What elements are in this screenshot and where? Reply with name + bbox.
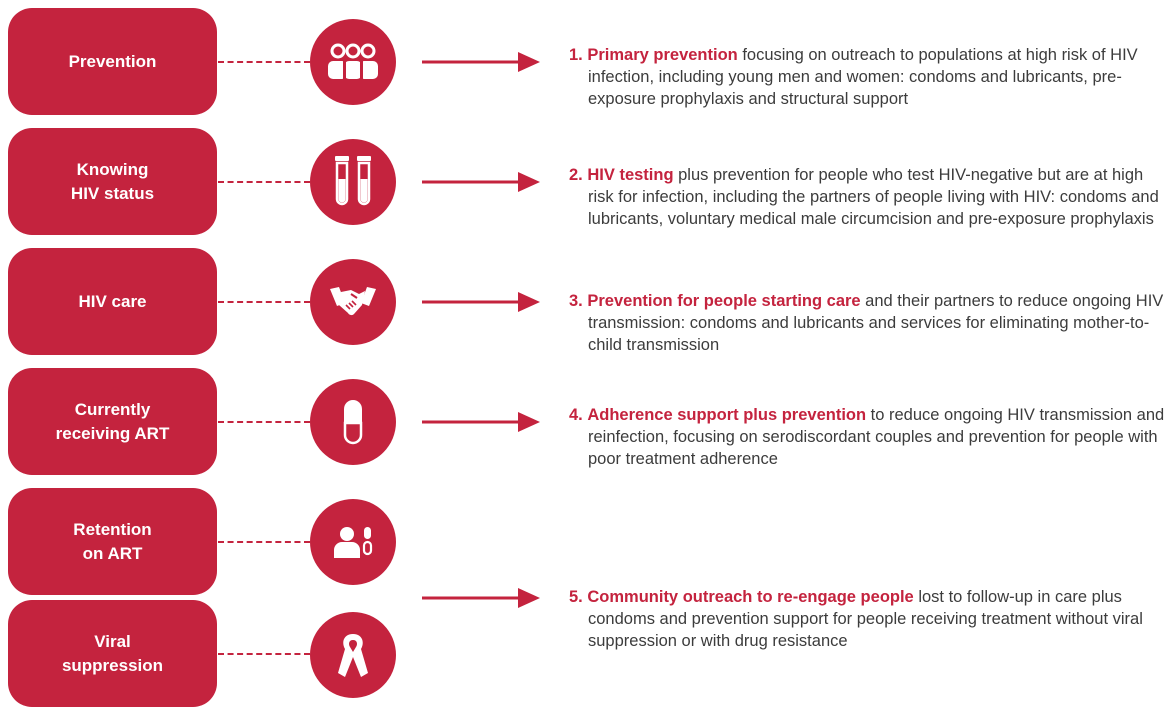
- description-number: 5.: [569, 588, 583, 606]
- stage-box-receiving-art: Currently receiving ART: [8, 368, 217, 475]
- person-pill-icon: [310, 499, 396, 585]
- stage-label: Retention on ART: [73, 519, 152, 563]
- ribbon-icon: [310, 612, 396, 698]
- description-number: 2.: [569, 166, 583, 184]
- stage-box-knowing-status: Knowing HIV status: [8, 128, 217, 235]
- stage-label: Prevention: [68, 51, 157, 71]
- stage-label: Currently receiving ART: [55, 399, 170, 443]
- description-2: 2. HIV testing plus prevention for peopl…: [569, 164, 1169, 230]
- dashed-connector: [218, 181, 310, 183]
- stage-box-hiv-care: HIV care: [8, 248, 217, 355]
- description-text: lost to follow-up in care plus condoms a…: [588, 588, 1143, 650]
- description-3: 3. Prevention for people starting care a…: [569, 290, 1169, 356]
- description-text: plus prevention for people who test HIV-…: [588, 166, 1159, 228]
- handshake-icon: [310, 259, 396, 345]
- description-heading: HIV testing: [587, 166, 674, 184]
- stage-box-retention: Retention on ART: [8, 488, 217, 595]
- description-heading: Community outreach to re-engage people: [587, 588, 914, 606]
- stage-label: Knowing HIV status: [70, 159, 155, 203]
- arrow-right-icon: [422, 292, 540, 312]
- description-number: 3.: [569, 292, 583, 310]
- description-number: 1.: [569, 46, 583, 64]
- arrow-right-icon: [422, 52, 540, 72]
- stage-box-prevention: Prevention: [8, 8, 217, 115]
- description-5: 5. Community outreach to re-engage peopl…: [569, 586, 1169, 652]
- dashed-connector: [218, 653, 310, 655]
- description-heading: Primary prevention: [587, 46, 738, 64]
- description-text: focusing on outreach to populations at h…: [588, 46, 1138, 108]
- description-4: 4. Adherence support plus prevention to …: [569, 404, 1169, 470]
- dashed-connector: [218, 61, 310, 63]
- description-1: 1. Primary prevention focusing on outrea…: [569, 44, 1169, 110]
- description-heading: Prevention for people starting care: [587, 292, 861, 310]
- description-heading: Adherence support plus prevention: [587, 406, 867, 424]
- description-number: 4.: [569, 406, 583, 424]
- arrow-right-icon: [422, 172, 540, 192]
- test-tubes-icon: [310, 139, 396, 225]
- description-text: and their partners to reduce ongoing HIV…: [588, 292, 1164, 354]
- stage-box-viral-suppression: Viral suppression: [8, 600, 217, 707]
- stage-label: Viral suppression: [61, 631, 164, 675]
- stage-label: HIV care: [78, 291, 147, 311]
- dashed-connector: [218, 301, 310, 303]
- arrow-right-icon: [422, 412, 540, 432]
- arrow-right-icon: [422, 588, 540, 608]
- dashed-connector: [218, 421, 310, 423]
- description-text: to reduce ongoing HIV transmission and r…: [588, 406, 1165, 468]
- group-icon: [310, 19, 396, 105]
- dashed-connector: [218, 541, 310, 543]
- pill-icon: [310, 379, 396, 465]
